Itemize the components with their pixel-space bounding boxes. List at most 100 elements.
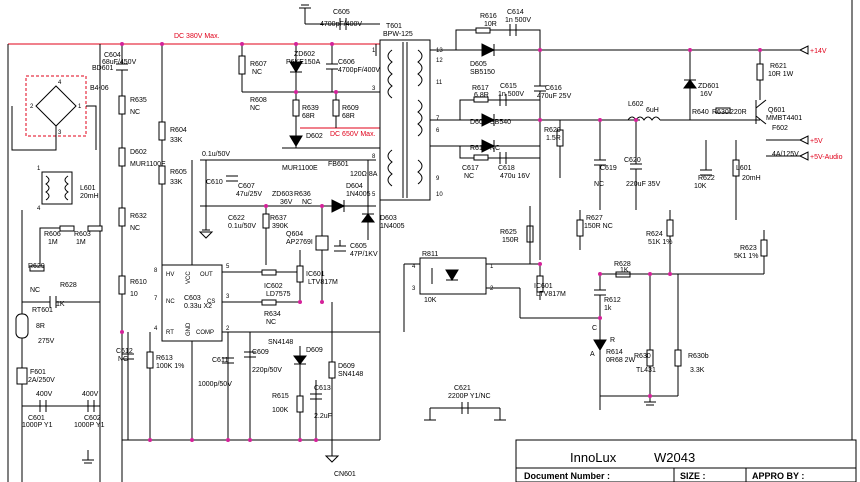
r636-value: NC: [302, 199, 312, 206]
svg-text:4: 4: [154, 326, 158, 332]
c601-ref: C601: [28, 415, 45, 422]
r603-value: 1M: [76, 239, 86, 246]
c623-ref: R612: [604, 297, 621, 304]
r811-ref: IC601: [306, 271, 325, 278]
svg-text:9: 9: [436, 176, 440, 182]
svg-text:3: 3: [226, 294, 230, 300]
r610-ref: IC602: [264, 283, 283, 290]
d606-value: SB540: [490, 119, 511, 126]
bd601-bridge: [35, 85, 77, 127]
tl431-k: C: [592, 325, 597, 332]
r633-value: MUR1100E: [130, 161, 166, 168]
svg-text:3: 3: [372, 86, 376, 92]
zd603-value: 36V: [280, 199, 293, 206]
svg-text:5: 5: [226, 264, 230, 270]
c611-ref: C611: [212, 357, 228, 364]
svg-text:HV: HV: [166, 272, 174, 278]
c602-value: 1000P Y1: [74, 422, 105, 429]
c623-value: 1k: [604, 305, 612, 312]
c614-value: 1n 500V: [505, 17, 531, 24]
c606-value: 4700pF/400V: [338, 67, 380, 74]
r631-value: 3.3K: [690, 367, 705, 374]
svg-text:7: 7: [436, 116, 440, 122]
r617-value: 6.8R: [474, 92, 489, 99]
ic601-value: 10K: [424, 297, 437, 304]
svg-text:COMP: COMP: [196, 330, 214, 336]
c610-ref: C610: [206, 179, 223, 186]
company-name: InnoLux: [570, 450, 617, 465]
svg-text:12: 12: [436, 58, 443, 64]
c603-value: 1K: [56, 301, 65, 308]
svg-text:1: 1: [37, 166, 41, 172]
t601-ref: T601: [386, 23, 402, 30]
ic603-shunt: [593, 339, 607, 351]
c612-ref: C612: [116, 348, 133, 355]
rt601-thermistor: [15, 313, 29, 339]
r639-ref: R639: [302, 105, 319, 112]
r614-value: SN4148: [338, 371, 363, 378]
svg-text:2: 2: [30, 104, 34, 110]
svg-text:3: 3: [412, 286, 416, 292]
c604-ref: C604: [104, 52, 121, 59]
c607-value: 47u/25V: [236, 191, 262, 198]
r639-value: 68R: [302, 113, 315, 120]
r612-value: NC: [266, 319, 276, 326]
c605-value: 4700pF/400V: [320, 21, 362, 28]
c612-value: NC: [118, 356, 128, 363]
r622-value: 20mH: [742, 175, 761, 182]
r625-ref: R625: [500, 229, 517, 236]
d609-ref: D609: [306, 347, 323, 354]
bd601-value: B4-06: [90, 85, 109, 92]
dc-bus-label: DC 380V Max.: [174, 33, 220, 40]
c617-ref: C618: [498, 165, 515, 172]
r628-ref: R628: [614, 261, 631, 268]
zd603-ref: ZD603: [272, 191, 293, 198]
f602-value: 4A/125V: [772, 151, 799, 158]
r640-ref: R640: [692, 109, 709, 116]
l602-inductor: [627, 116, 661, 121]
c619-ref: C620: [624, 157, 641, 164]
rt601-value: 8R: [36, 323, 45, 330]
c602-voltage: 400V: [82, 391, 99, 398]
d604-ref: D604: [346, 183, 363, 190]
out-5v-audio: +5V-Audio: [810, 154, 843, 161]
c620-ref: R622: [698, 175, 715, 182]
r601-value: NC: [30, 287, 40, 294]
c611-value: 1000p/50V: [198, 381, 232, 388]
c609-ref: C609: [252, 349, 269, 356]
d602-value: MUR1100E: [282, 165, 318, 172]
d603-ref: D603: [380, 215, 397, 222]
c619-value: 220uF 35V: [626, 181, 661, 188]
r636-ref: R636: [294, 191, 311, 198]
r630-value: 220R: [730, 109, 747, 116]
ic602-ref: C603: [184, 295, 201, 302]
r603-ref: R603: [74, 231, 91, 238]
r632-ref: R632: [130, 213, 147, 220]
r618-value: NC: [464, 173, 474, 180]
c605-ref: C605: [333, 9, 350, 16]
r625-value: 150R: [502, 237, 519, 244]
r615-ref: R615: [272, 393, 289, 400]
d608-value: NC: [490, 145, 500, 152]
q601-value: MMBT4401: [766, 115, 802, 122]
svg-text:RT: RT: [166, 330, 174, 336]
svg-text:6: 6: [436, 128, 440, 134]
d603-value: 1N4005: [380, 223, 405, 230]
d608-ref: R618: [470, 145, 487, 152]
r629-ref: IC601: [534, 283, 553, 290]
svg-text:11: 11: [436, 80, 443, 86]
c621-value: 2200P Y1/NC: [448, 393, 491, 400]
r630b-ref: R630: [634, 353, 651, 360]
rt601-ref: RT601: [32, 307, 53, 314]
c618-ref: C619: [600, 165, 617, 172]
r621-ref: R621: [770, 63, 787, 70]
c604-value: 68uF/450V: [102, 59, 137, 66]
c610-value: 0.1u/50V: [202, 151, 230, 158]
c616-value: 470uF 25V: [537, 93, 572, 100]
svg-text:OUT: OUT: [200, 272, 213, 278]
r617-ref: R617: [472, 85, 489, 92]
svg-text:1: 1: [78, 104, 82, 110]
c618-value: NC: [594, 181, 604, 188]
fb601-value: 120Ω 8A: [350, 171, 378, 178]
